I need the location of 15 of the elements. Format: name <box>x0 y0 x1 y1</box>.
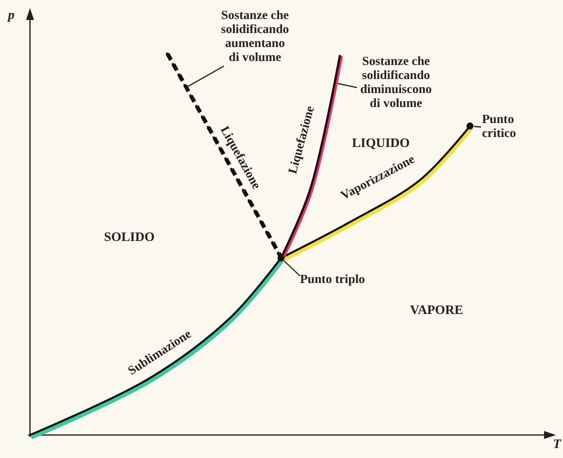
critical-point <box>466 122 474 130</box>
axis-label: p <box>8 8 14 22</box>
leader-line <box>338 82 358 88</box>
region-label: LIQUIDO <box>352 136 410 150</box>
callout-text: Sostanze che solidificando diminuiscono di volume <box>359 54 433 110</box>
callout-text: Sostanze che solidificando aumentano di volume <box>220 8 290 64</box>
triple-point <box>278 254 284 262</box>
leader-line <box>284 260 300 276</box>
callout-text: Punto triplo <box>300 272 366 286</box>
callout-text: Punto critico <box>482 112 518 140</box>
leader-line <box>474 126 482 128</box>
region-label: VAPORE <box>410 303 464 318</box>
leader-line <box>188 65 224 87</box>
axis-label: T <box>553 437 561 452</box>
region-label: SOLIDO <box>104 230 155 244</box>
